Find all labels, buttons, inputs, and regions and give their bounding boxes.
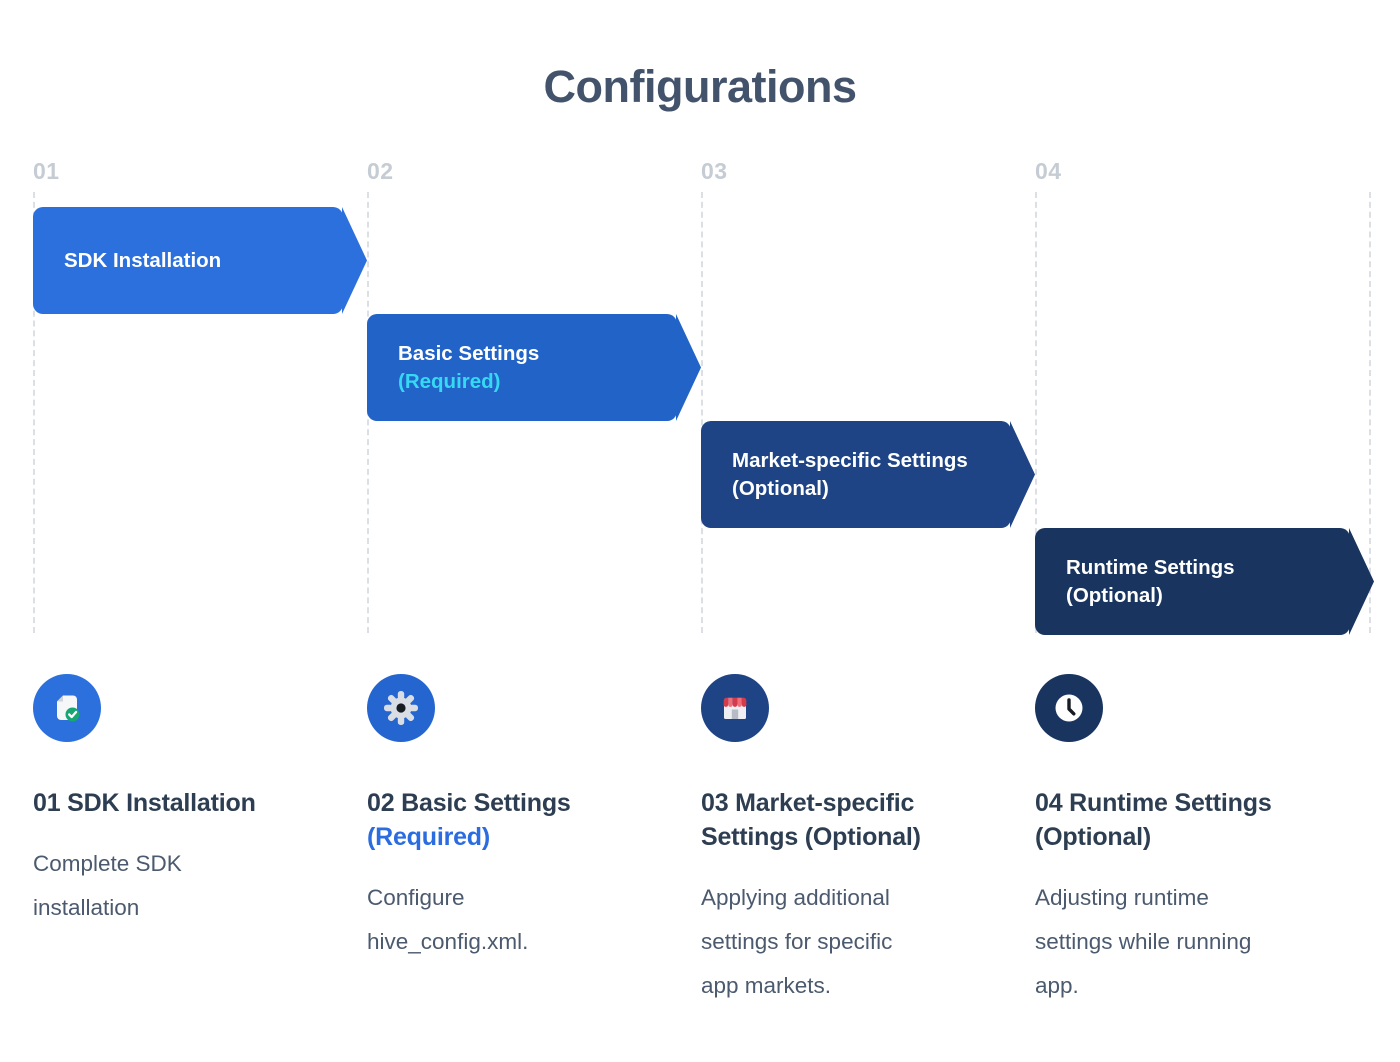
banner-label-line2: (Optional) — [1066, 583, 1163, 607]
step-heading: 03 Market-specific Settings (Optional) — [701, 786, 1016, 854]
step-description: Adjusting runtime settings while running… — [1035, 885, 1252, 998]
timeline-dashed-line — [701, 192, 703, 633]
step-column-3: 03 Market-specific Settings (Optional) — [701, 0, 1041, 1062]
step-number-label: 01 — [33, 158, 60, 184]
step-description: Complete SDK installation — [33, 851, 182, 920]
step-heading-line2: Settings (Optional) — [701, 823, 921, 851]
timeline-dashed-line — [1035, 192, 1037, 633]
step-heading-required: (Required) — [367, 823, 491, 851]
step-icon-badge — [701, 674, 769, 742]
step-number-label: 04 — [1035, 158, 1062, 184]
step-icon-badge — [367, 674, 435, 742]
banner-label: SDK Installation — [64, 248, 222, 272]
banner-label: Market-specific Settings — [732, 448, 968, 472]
step-banner-market-specific-settings: Market-specific Settings (Optional) — [701, 421, 1011, 528]
step-number-label: 03 — [701, 158, 728, 184]
step-heading: 01 SDK Installation — [33, 786, 348, 820]
step-info: 02 Basic Settings (Required) Configure h… — [367, 786, 682, 964]
step-icon-badge — [33, 674, 101, 742]
step-banner-runtime-settings: Runtime Settings (Optional) — [1035, 528, 1350, 635]
clock-icon — [1055, 694, 1083, 722]
timeline-dashed-line — [33, 192, 35, 633]
document-check-icon — [57, 695, 80, 722]
banner-label-line2: (Optional) — [732, 476, 829, 500]
step-heading-line1: 01 SDK Installation — [33, 789, 256, 817]
banner-label: Basic Settings — [398, 341, 540, 365]
step-heading: 02 Basic Settings (Required) — [367, 786, 682, 854]
storefront-icon — [723, 697, 747, 719]
step-heading-line1: 04 Runtime Settings — [1035, 789, 1272, 817]
page-title: Configurations — [543, 61, 857, 112]
step-description: Configure hive_config.xml. — [367, 885, 529, 954]
step-heading-line1: 03 Market-specific — [701, 789, 915, 817]
step-info: 01 SDK Installation Complete SDK install… — [33, 786, 348, 930]
step-banner-basic-settings: Basic Settings (Required) — [367, 314, 677, 421]
step-heading: 04 Runtime Settings (Optional) — [1035, 786, 1350, 854]
timeline-dashed-line-end — [1369, 192, 1371, 633]
step-info: 03 Market-specific Settings (Optional) A… — [701, 786, 1016, 1008]
step-heading-line2: (Optional) — [1035, 823, 1152, 851]
step-heading-line1: 02 Basic Settings — [367, 789, 571, 817]
step-banner-sdk-installation: SDK Installation — [33, 207, 343, 314]
step-description: Applying additional settings for specifi… — [701, 885, 893, 998]
gear-icon — [384, 691, 418, 725]
banner-label-required: (Required) — [398, 369, 501, 393]
banner-label: Runtime Settings — [1066, 555, 1235, 579]
step-column-2: 02 Basic Settings (Required) — [367, 0, 707, 1062]
step-column-4: 04 Runtime Settings (Optional) 04 Runtim… — [1035, 0, 1375, 1062]
step-column-1: 01 SDK Installation 01 SDK Installation … — [33, 0, 373, 1062]
step-info: 04 Runtime Settings (Optional) Adjusting… — [1035, 786, 1350, 1008]
step-number-label: 02 — [367, 158, 394, 184]
step-icon-badge — [1035, 674, 1103, 742]
